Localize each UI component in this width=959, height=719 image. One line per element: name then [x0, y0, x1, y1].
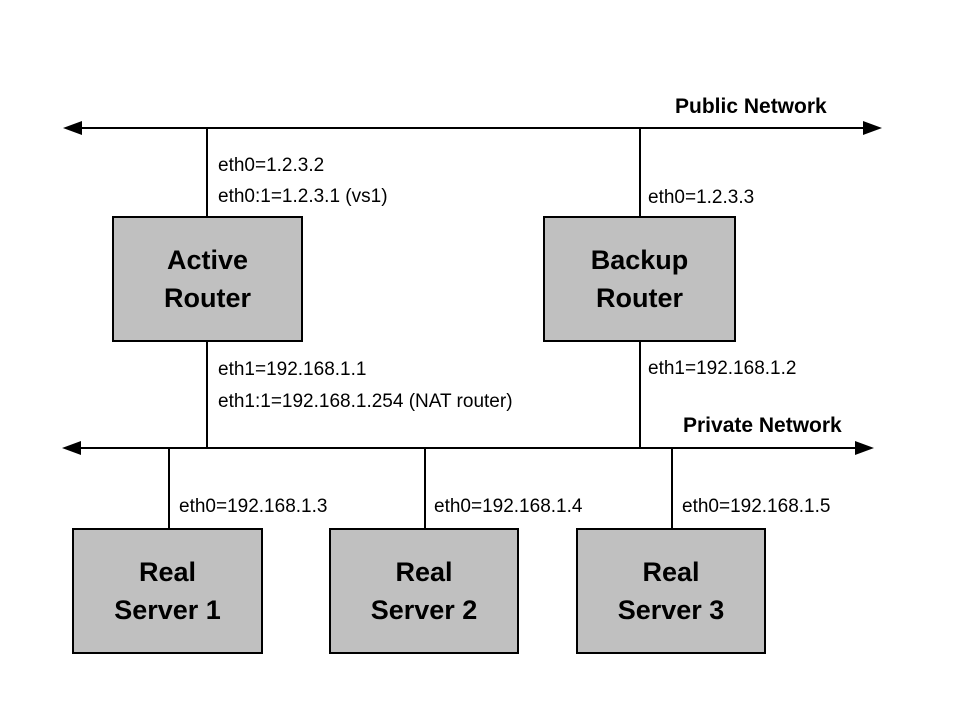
real-server-3-label-line2: Server 3	[617, 595, 725, 625]
real-server-2-label-line1: Real	[395, 557, 453, 587]
backup-router-eth0-label: eth0=1.2.3.3	[648, 187, 755, 208]
real-server-1-label-line1: Real	[138, 557, 197, 587]
public-network-line	[72, 127, 868, 129]
arrow-left-icon	[63, 121, 82, 135]
connector-private-to-real-server-2	[424, 448, 426, 529]
connector-private-to-real-server-1	[168, 448, 170, 529]
arrow-right-icon	[855, 441, 874, 455]
real-server-3-label-line1: Real	[642, 557, 700, 587]
connector-backup-router-to-private	[639, 341, 641, 448]
real-server-2-label-line2: Server 2	[370, 595, 478, 625]
active-router-label-line1: Active	[166, 245, 249, 275]
real-server-1-label-line2: Server 1	[114, 595, 221, 625]
real-server-1-node: Real Server 1	[72, 528, 263, 654]
real-server-2-node: Real Server 2	[329, 528, 519, 654]
connector-public-to-backup-router	[639, 128, 641, 217]
real-server-2-eth0-label: eth0=192.168.1.4	[434, 496, 583, 517]
backup-router-node: Backup Router	[543, 216, 736, 342]
active-router-eth1-alias-label: eth1:1=192.168.1.254 (NAT router)	[218, 391, 513, 412]
backup-router-eth1-label: eth1=192.168.1.2	[648, 358, 797, 379]
public-network-label: Public Network	[675, 95, 827, 118]
arrow-left-icon	[62, 441, 81, 455]
backup-router-label-line2: Router	[596, 283, 683, 313]
real-server-1-eth0-label: eth0=192.168.1.3	[179, 496, 328, 517]
active-router-eth0-label: eth0=1.2.3.2	[218, 155, 325, 176]
active-router-label-line2: Router	[164, 283, 251, 313]
connector-public-to-active-router	[206, 128, 208, 217]
real-server-3-eth0-label: eth0=192.168.1.5	[682, 496, 831, 517]
private-network-line	[71, 447, 863, 449]
active-router-eth0-alias-label: eth0:1=1.2.3.1 (vs1)	[218, 186, 388, 207]
real-server-3-node: Real Server 3	[576, 528, 766, 654]
private-network-label: Private Network	[683, 414, 842, 437]
connector-private-to-real-server-3	[671, 448, 673, 529]
arrow-right-icon	[863, 121, 882, 135]
active-router-eth1-label: eth1=192.168.1.1	[218, 359, 367, 380]
active-router-node: Active Router	[112, 216, 303, 342]
backup-router-label-line1: Backup	[590, 245, 689, 275]
connector-active-router-to-private	[206, 341, 208, 448]
